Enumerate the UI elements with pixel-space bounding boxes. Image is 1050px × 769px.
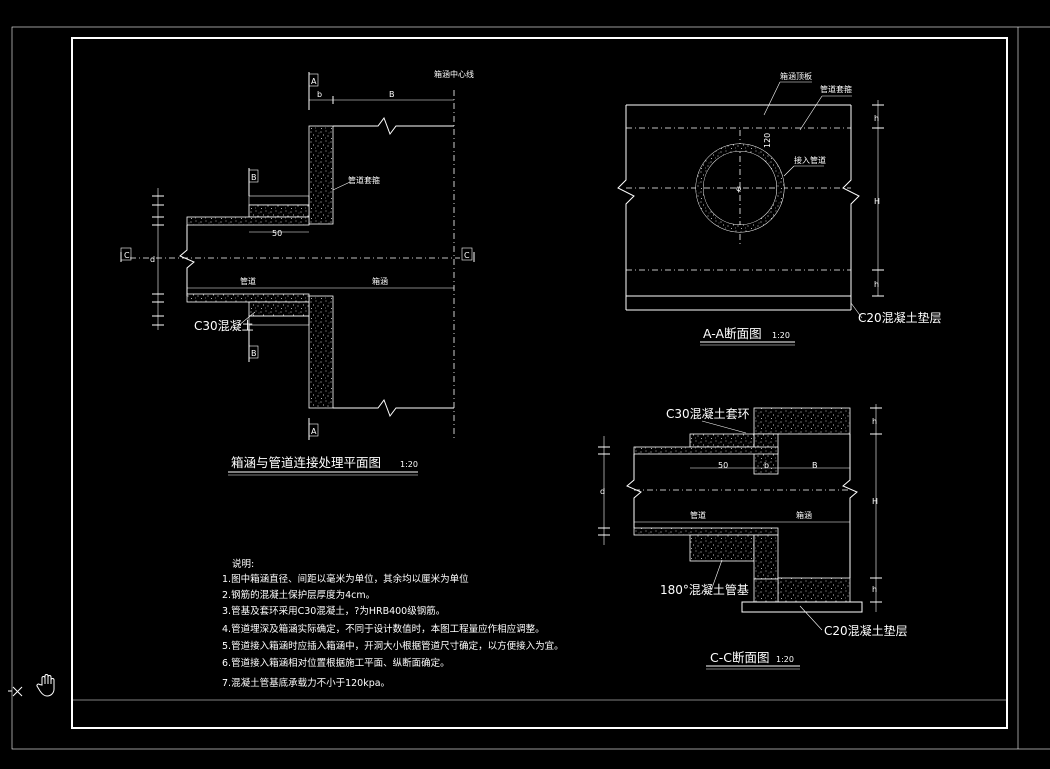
cc-dim-h-top: h [872,417,877,426]
cc-culvert-wall-bottom [753,534,779,580]
section-b-bottom-label: B [251,349,257,358]
plan-dim-50: 50 [272,229,282,238]
culvert-centerline-label: 箱涵中心线 [434,69,474,79]
plan-pipe-label: 管道 [240,276,256,286]
cc-collar-top [689,433,755,448]
cc-dim-B: B [812,461,818,470]
aa-collar-label: 管道套箍 [820,84,852,94]
note-item-7: 7.混凝土管基底承载力不小于120kpa。 [222,677,390,689]
cc-pipe-base-label: 180°混凝土管基 [660,582,749,597]
notes-heading: 说明: [232,558,254,570]
cc-c20-label: C20混凝土垫层 [824,623,908,638]
section-c-right-label: C [464,251,470,260]
aa-scale: 1:20 [772,331,790,340]
cc-bottom-slab [777,577,851,603]
aa-inlet-label: 接入管道 [794,155,826,165]
notes-block: 说明: 1.图中箱涵直径、间距以毫米为单位，其余均以厘米为单位 2.钢筋的混凝土… [222,558,564,689]
aa-title: A-A断面图 [703,326,762,341]
hand-pan-icon[interactable] [36,672,60,698]
aa-c20-label: C20混凝土垫层 [858,310,942,325]
cc-dim-b: b [764,461,769,470]
section-cc-view: C30混凝土套环 50 b B 管道 箱涵 180°混凝土管基 C20混凝土垫层… [598,404,908,670]
note-item-1: 1.图中箱涵直径、间距以毫米为单位，其余均以厘米为单位 [222,573,469,585]
cc-title: C-C断面图 [710,650,769,665]
pipe-wall-top [186,216,310,226]
note-item-6: 6.管道接入箱涵相对位置根据施工平面、纵断面确定。 [222,657,450,669]
cc-dim-50: 50 [718,461,728,470]
cc-pipe-label: 管道 [690,510,706,520]
cc-culvert-top-slab [753,407,851,435]
cc-c30-label: C30混凝土套环 [666,406,750,421]
aa-dim-h-bottom: h [874,280,879,289]
collar-bottom [248,301,310,317]
section-a-bottom-label: A [311,427,317,436]
plan-culvert-label: 箱涵 [372,276,388,286]
cc-dim-H: H [872,497,878,506]
plan-dim-d: d [150,255,155,264]
collar-top [248,204,310,218]
cc-pipe-base [689,534,755,562]
plan-scale: 1:20 [400,460,418,469]
plan-c30-label: C30混凝土 [194,318,254,333]
section-b-top-label: B [251,173,257,182]
note-item-2: 2.钢筋的混凝土保护层厚度为4cm。 [222,589,375,601]
cc-scale: 1:20 [776,655,794,664]
note-item-4: 4.管道埋深及箱涵实际确定，不同于设计数值时，本图工程量应作相应调整。 [222,623,545,635]
plan-title: 箱涵与管道连接处理平面图 [231,455,381,470]
close-icon[interactable] [8,682,26,700]
section-a-top-label: A [311,77,317,86]
cc-pipe-bottom [633,527,779,536]
cc-culvert-label: 箱涵 [796,510,812,520]
note-item-5: 5.管道接入箱涵时应插入箱涵中，开洞大小根据管道尺寸确定，以方便接入为宜。 [222,640,564,652]
culvert-wall-bottom [308,295,334,409]
section-aa-view: φ 箱涵顶板 管道套箍 120 接入管道 h H h C20混凝土垫层 A-A断… [617,71,942,346]
sheet-border [11,26,1050,750]
svg-text:φ: φ [736,184,741,193]
cc-dim-h-bottom: h [872,585,877,594]
section-c-left-label: C [124,251,130,260]
plan-dim-B: B [389,90,395,99]
aa-culvert-top-label: 箱涵顶板 [780,71,812,81]
plan-collar-label: 管道套箍 [348,175,380,185]
plan-view: 箱涵中心线 A A b B 管道套箍 B 50 [120,69,475,476]
cc-pipe-top [633,446,779,455]
pipe-wall-bottom [186,293,310,303]
plan-dim-b: b [317,90,322,99]
aa-dim-H: H [874,197,880,206]
culvert-wall-top [308,125,334,225]
note-item-3: 3.管基及套环采用C30混凝土，?为HRB400级钢筋。 [222,605,445,617]
aa-dim-120: 120 [763,133,772,148]
aa-dim-h-top: h [874,114,879,123]
cc-dim-d: d [600,487,605,496]
